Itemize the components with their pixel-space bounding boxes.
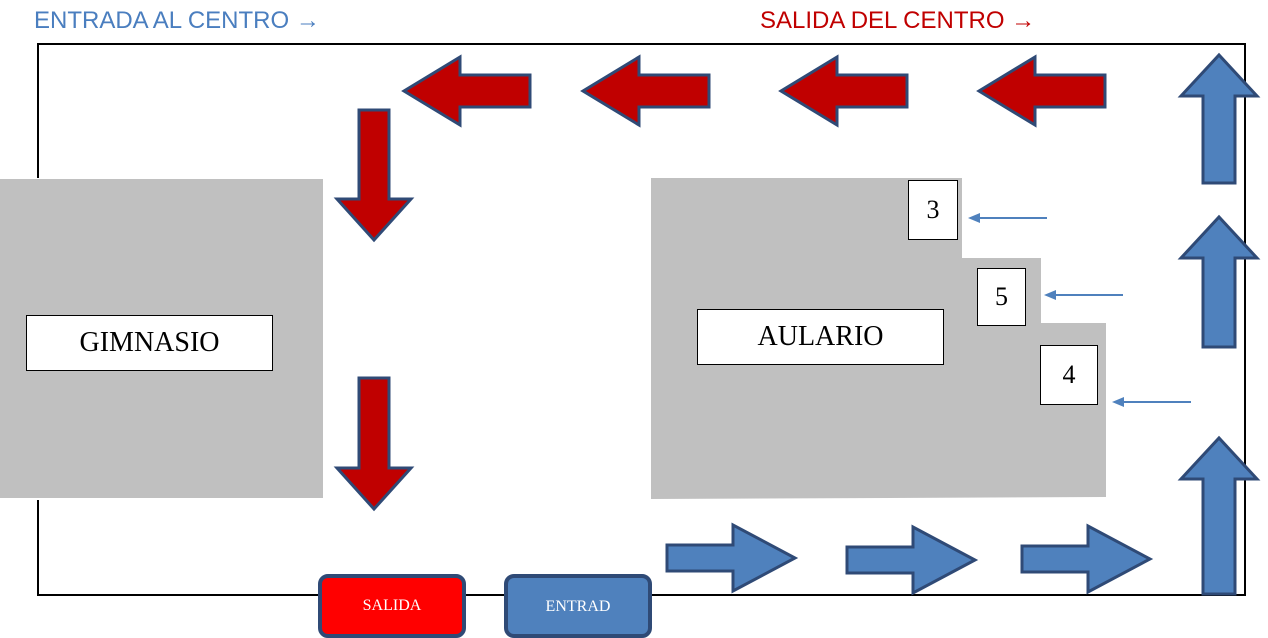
site-perimeter <box>37 43 1246 596</box>
exit-button[interactable]: SALIDA <box>318 574 466 638</box>
exit-arrow-down-1 <box>333 108 415 243</box>
exit-arrow-left-1 <box>976 54 1107 128</box>
entry-arrow-up-3 <box>1177 52 1261 185</box>
entry-button[interactable]: ENTRAD <box>504 574 652 638</box>
exit-button-label: SALIDA <box>362 597 422 614</box>
entry-button-label: ENTRAD <box>545 598 611 615</box>
door-5-label: 5 <box>977 268 1026 326</box>
entry-arrow-up-1 <box>1177 435 1261 596</box>
exit-arrow-left-4 <box>401 54 532 128</box>
door-4-pointer-icon <box>1112 397 1191 407</box>
door-3-label: 3 <box>908 180 958 240</box>
exit-arrow-left-2 <box>778 54 909 128</box>
entry-arrow-right-3 <box>1020 523 1154 595</box>
entry-arrow-right-1 <box>665 522 799 594</box>
entry-heading: ENTRADA AL CENTRO → <box>34 7 320 34</box>
exit-arrow-left-3 <box>580 54 711 128</box>
door-5-pointer-icon <box>1044 290 1123 300</box>
classroom-label: AULARIO <box>697 309 944 365</box>
exit-arrow-down-2 <box>333 376 415 512</box>
entry-arrow-right-2 <box>845 524 979 596</box>
door-4-label: 4 <box>1040 345 1098 405</box>
exit-heading: SALIDA DEL CENTRO → <box>760 7 1036 34</box>
gym-label: GIMNASIO <box>26 315 273 371</box>
door-3-pointer-icon <box>968 213 1047 223</box>
entry-arrow-up-2 <box>1177 214 1261 349</box>
